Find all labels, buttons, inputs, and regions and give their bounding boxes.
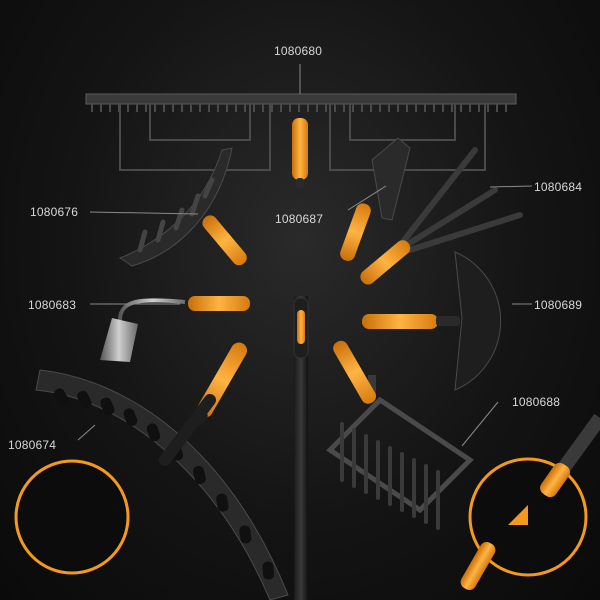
lock-arrow-icon [508,505,528,525]
adapter-1080684 [360,240,411,285]
hoe-1080687 [347,137,411,221]
rake-slot [77,390,92,409]
detail-ring-left [14,459,130,575]
label-1080674: 1080674 [8,438,57,452]
rake-slot [216,493,229,512]
rake-slot [100,397,115,416]
cultivator-1080684 [395,147,523,253]
adapter-1080680 [292,118,308,188]
aerator-1080688 [326,375,499,530]
label-1080676: 1080676 [30,205,79,219]
rake-slot [239,525,252,544]
leaf-rake-1080680 [85,64,517,171]
label-1080684: 1080684 [534,180,583,194]
label-1080687: 1080687 [275,212,324,226]
rake-1080674 [35,369,289,600]
label-1080689: 1080689 [534,298,583,312]
cultivator-1080676 [89,147,233,267]
adapter-1080689 [362,314,460,329]
rake-slot [262,561,275,580]
rake-slot [53,388,69,406]
label-1080688: 1080688 [512,395,561,409]
edger-1080689 [454,251,532,391]
adapter-1080676 [202,215,247,266]
handle [293,296,309,600]
rake-slot [146,423,161,442]
scraper-1080683 [90,298,186,362]
adapter-1080688 [333,340,376,404]
rake-slot [193,466,206,485]
label-1080680: 1080680 [274,44,323,58]
label-1080683: 1080683 [28,298,77,312]
adapter-1080687 [340,203,371,261]
rake-slot [123,408,138,427]
adapter-1080683 [188,296,250,311]
detail-ring-right [460,413,600,590]
